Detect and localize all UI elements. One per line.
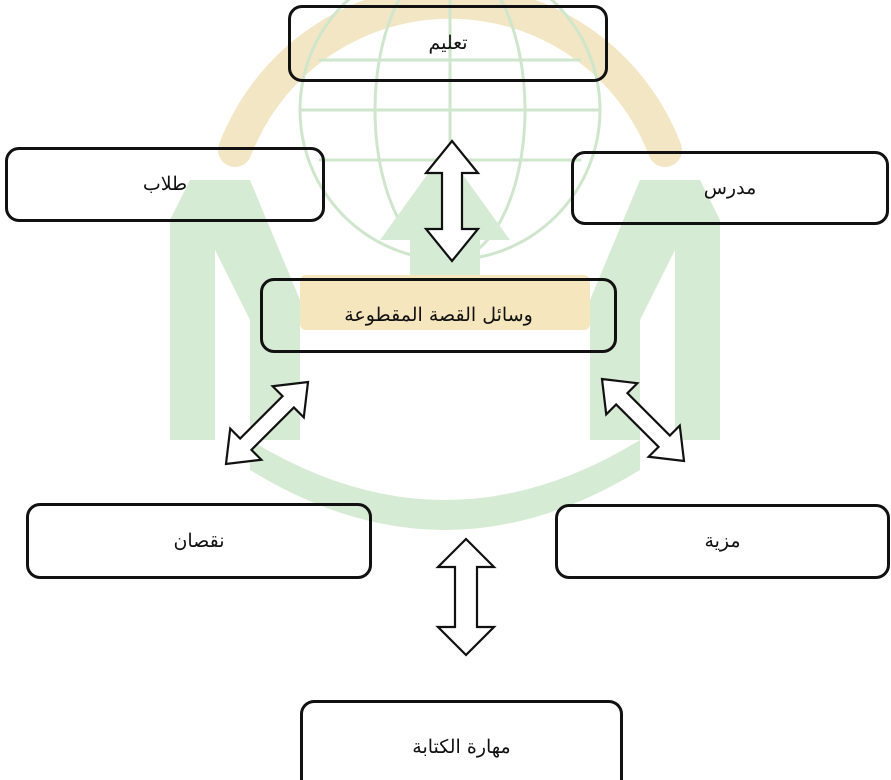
box-teacher: مدرس xyxy=(571,151,889,225)
double-arrow-top-icon xyxy=(423,139,481,263)
box-disadvantage-label: نقصان xyxy=(173,529,225,552)
box-writing-skill: مهارة الكتابة xyxy=(300,700,623,780)
box-taleem-label: تعليم xyxy=(428,32,468,54)
double-arrow-left-icon xyxy=(224,380,310,466)
box-writing-skill-label: مهارة الكتابة xyxy=(412,736,511,758)
box-teacher-label: مدرس xyxy=(703,176,757,199)
box-advantage: مزية xyxy=(555,504,890,579)
box-disadvantage: نقصان xyxy=(26,503,372,579)
box-students: طلاب xyxy=(5,147,325,222)
box-taleem: تعليم xyxy=(288,5,608,82)
box-media: وسائل القصة المقطوعة xyxy=(260,278,617,353)
double-arrow-bottom-icon xyxy=(435,537,497,657)
box-advantage-label: مزية xyxy=(704,530,741,552)
box-students-label: طلاب xyxy=(142,173,188,195)
box-media-label: وسائل القصة المقطوعة xyxy=(344,304,533,326)
double-arrow-right-icon xyxy=(600,377,686,463)
